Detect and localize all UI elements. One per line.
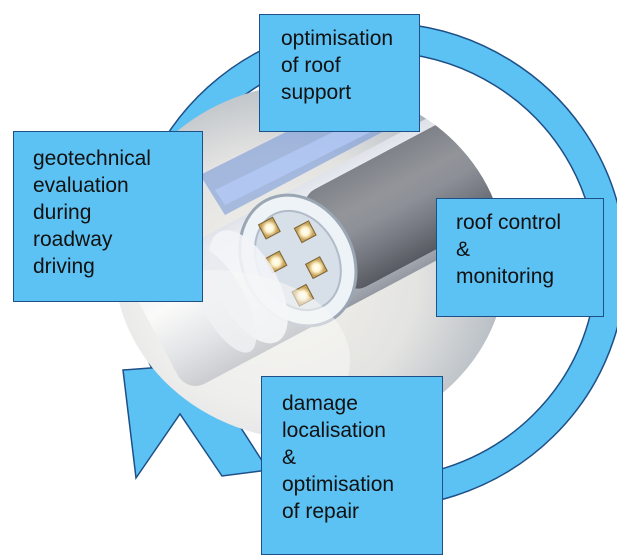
step-optimisation-roof-support: optimisation of roof support [259,14,420,132]
step-damage-localisation-repair: damage localisation & optimisation of re… [261,376,443,555]
step-roof-control-monitoring: roof control & monitoring [436,198,604,317]
step-geotechnical-evaluation: geotechnical evaluation during roadway d… [13,131,203,302]
